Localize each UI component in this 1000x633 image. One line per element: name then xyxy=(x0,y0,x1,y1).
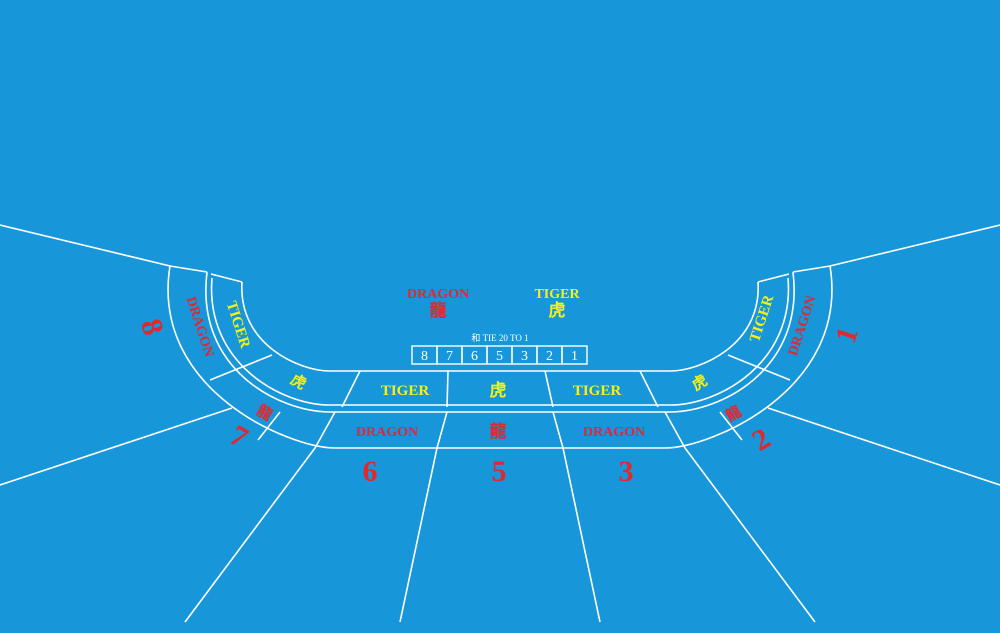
tie-box-number: 2 xyxy=(546,349,553,364)
tie-box-number: 1 xyxy=(571,349,578,364)
tie-payout-label: 和 TIE 20 TO 1 xyxy=(471,333,528,343)
dragon-header-label: DRAGON xyxy=(407,287,469,302)
seat-6-tiger-label: TIGER xyxy=(381,383,430,399)
header-labels: DRAGON 龍 TIGER 虎 xyxy=(407,287,581,321)
seat-5-dragon-label: 龍 xyxy=(490,421,507,442)
seat-3-tiger-label: TIGER xyxy=(573,383,622,399)
tie-box-number: 8 xyxy=(421,349,428,364)
seat-3-area[interactable]: TIGER DRAGON 3 xyxy=(573,383,645,488)
tiger-header-label: TIGER xyxy=(534,287,580,302)
tie-bet-area: 和 TIE 20 TO 1 8 7 6 5 3 2 1 xyxy=(411,333,588,365)
tie-box-number: 3 xyxy=(521,349,528,364)
seat-6-dragon-label: DRAGON xyxy=(356,425,418,440)
seat-5-area[interactable]: 虎 龍 5 xyxy=(490,381,507,488)
tie-box-number: 6 xyxy=(471,349,478,364)
tie-box-row: 8 7 6 5 3 2 1 xyxy=(411,345,588,365)
tiger-header-cn: 虎 xyxy=(549,301,566,321)
dragon-header-cn: 龍 xyxy=(430,300,447,321)
tie-box-number: 5 xyxy=(496,349,503,364)
tie-box-number: 7 xyxy=(446,349,453,364)
seat-6-area[interactable]: TIGER DRAGON 6 xyxy=(356,383,429,488)
tie-box-frame xyxy=(561,345,588,365)
seat-5-number: 5 xyxy=(492,455,507,488)
table-layout-lines xyxy=(0,224,1000,623)
tie-box-1[interactable]: 1 xyxy=(561,345,588,365)
seat-5-tiger-label: 虎 xyxy=(490,381,507,401)
seat-3-number: 3 xyxy=(619,455,634,488)
seat-6-number: 6 xyxy=(363,455,378,488)
seat-3-dragon-label: DRAGON xyxy=(583,425,645,440)
